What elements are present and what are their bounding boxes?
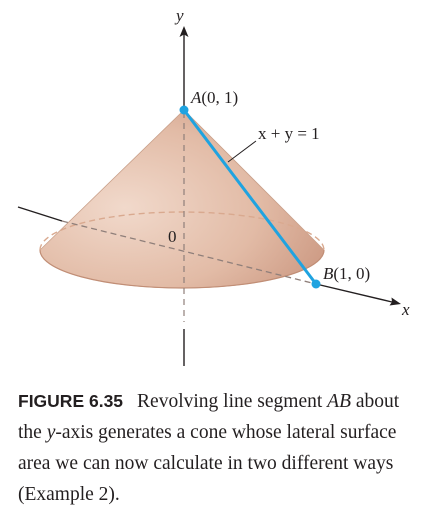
figure-number: FIGURE 6.35 (18, 391, 124, 411)
caption-text-2: about the (18, 391, 400, 443)
figure-caption: FIGURE 6.35 Revolving line segment AB abo… (18, 386, 410, 510)
origin-label: 0 (168, 227, 177, 246)
y-axis-label: y (174, 6, 184, 25)
point-a-name: A (190, 88, 202, 107)
point-a-coords: (0, 1) (201, 88, 238, 107)
segment-ab (182, 109, 318, 285)
x-axis-arrow (389, 297, 401, 306)
cone-diagram: y x 0 A(0, 1) B(1, 0) x + y = 1 (17, 6, 410, 366)
cone-base-hidden-edge (39, 211, 325, 251)
point-a-label: A(0, 1) (190, 88, 238, 107)
x-axis-left (17, 206, 63, 222)
caption-segment-name: AB (327, 391, 351, 412)
x-axis-right (315, 283, 393, 303)
point-b-coords: (1, 0) (333, 264, 370, 283)
line-equation-label: x + y = 1 (258, 124, 320, 143)
cone-base-rim (39, 249, 325, 289)
point-a-marker (179, 105, 189, 115)
x-axis-label: x (401, 300, 410, 319)
caption-text-1: Revolving line segment (137, 391, 323, 412)
caption-axis-name: y (46, 422, 56, 443)
point-b-marker (311, 279, 321, 289)
point-b-name: B (323, 264, 334, 283)
x-axis-hidden (61, 220, 317, 285)
line-label-leader (227, 140, 257, 163)
caption-text-3: -axis generates a cone whose lateral sur… (18, 422, 397, 505)
y-axis-arrow (179, 26, 189, 37)
point-b-label: B(1, 0) (323, 264, 370, 283)
